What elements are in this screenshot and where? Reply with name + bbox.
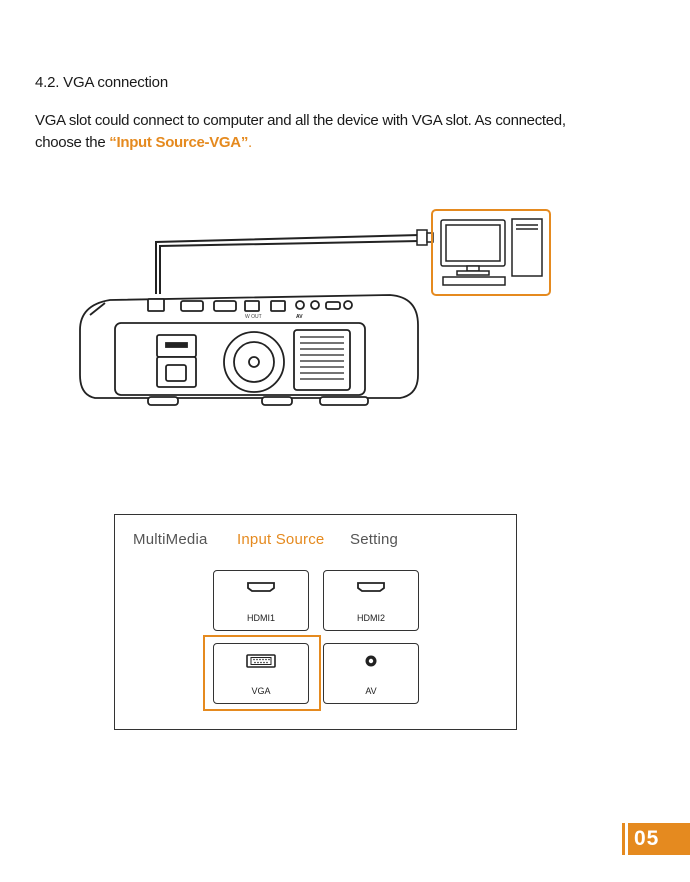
tab-multimedia[interactable]: MultiMedia (133, 531, 208, 548)
source-tile-av[interactable]: AV (323, 643, 419, 704)
av-icon (364, 654, 378, 668)
paragraph-line2-prefix: choose the (35, 134, 109, 151)
vga-icon (246, 654, 276, 668)
vga-connection-diagram: W OUT AV (0, 195, 690, 425)
section-heading: 4.2. VGA connection (35, 74, 168, 91)
source-tile-hdmi2[interactable]: HDMI2 (323, 570, 419, 631)
input-source-vga-highlight: “Input Source-VGA” (109, 134, 248, 151)
tile-label-vga: VGA (214, 686, 308, 696)
input-source-menu: MultiMedia Input Source Setting HDMI1 HD… (114, 514, 517, 730)
paragraph-line1: VGA slot could connect to computer and a… (35, 112, 566, 129)
projector-icon (80, 295, 418, 405)
page-number: 05 (628, 823, 690, 855)
tab-setting[interactable]: Setting (350, 531, 398, 548)
computer-icon (441, 219, 542, 285)
port-label-av: AV (296, 314, 303, 320)
tab-input-source[interactable]: Input Source (237, 531, 324, 548)
page-number-badge: 05 (622, 823, 690, 855)
hdmi-icon (246, 581, 276, 593)
tile-label-hdmi1: HDMI1 (214, 613, 308, 623)
hdmi-icon (356, 581, 386, 593)
vga-cable (156, 235, 420, 294)
port-label-wout: W OUT (245, 314, 262, 320)
source-tile-hdmi1[interactable]: HDMI1 (213, 570, 309, 631)
source-tile-vga[interactable]: VGA (213, 643, 309, 704)
instruction-paragraph: VGA slot could connect to computer and a… (35, 110, 635, 154)
page-number-bar (622, 823, 625, 855)
tile-label-hdmi2: HDMI2 (324, 613, 418, 623)
paragraph-period: . (248, 134, 252, 151)
vga-connector-icon (417, 230, 433, 245)
tile-label-av: AV (324, 686, 418, 696)
